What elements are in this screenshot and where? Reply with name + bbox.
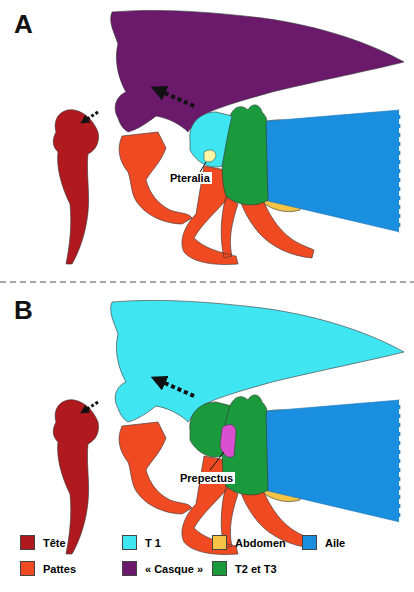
part-label: Prepectus [178,472,235,484]
legend-item: Tête [20,535,66,550]
legend-item: Abdomen [212,535,286,550]
prepectus [220,425,236,458]
head [53,110,98,264]
legend-item: Pattes [20,561,76,576]
leader-line [200,162,206,172]
legend-item: T 1 [122,535,161,550]
legend-text: « Casque » [145,563,203,575]
panel-letter: B [14,296,33,325]
dashed-arrow [84,112,98,121]
legend-swatch [302,535,317,550]
legend-item: T2 et T3 [212,561,277,576]
panel-letter: A [14,10,33,39]
legend-text: Tête [43,537,66,549]
legend-swatch [20,561,35,576]
pronotum [190,112,232,167]
legend-item: « Casque » [122,561,203,576]
head [53,400,98,554]
legend-swatch [20,535,35,550]
part-label: Pteralia [168,172,212,184]
pteralia [204,150,216,162]
front-leg [119,422,192,514]
legend-swatch [122,535,137,550]
legend-text: Abdomen [235,537,286,549]
legend-text: T2 et T3 [235,563,277,575]
legend-item: Aile [302,535,345,550]
legend-text: Pattes [43,563,76,575]
legend-swatch [122,561,137,576]
legend-swatch [212,535,227,550]
leader-line [210,452,224,470]
dashed-arrow [158,380,194,396]
panel-a [53,10,404,264]
legend-text: Aile [325,537,345,549]
legend-text: T 1 [145,537,161,549]
dashed-arrow [158,90,194,106]
panel-b [53,300,404,554]
legend-swatch [212,561,227,576]
separator [0,281,414,283]
dashed-arrow [84,402,98,411]
